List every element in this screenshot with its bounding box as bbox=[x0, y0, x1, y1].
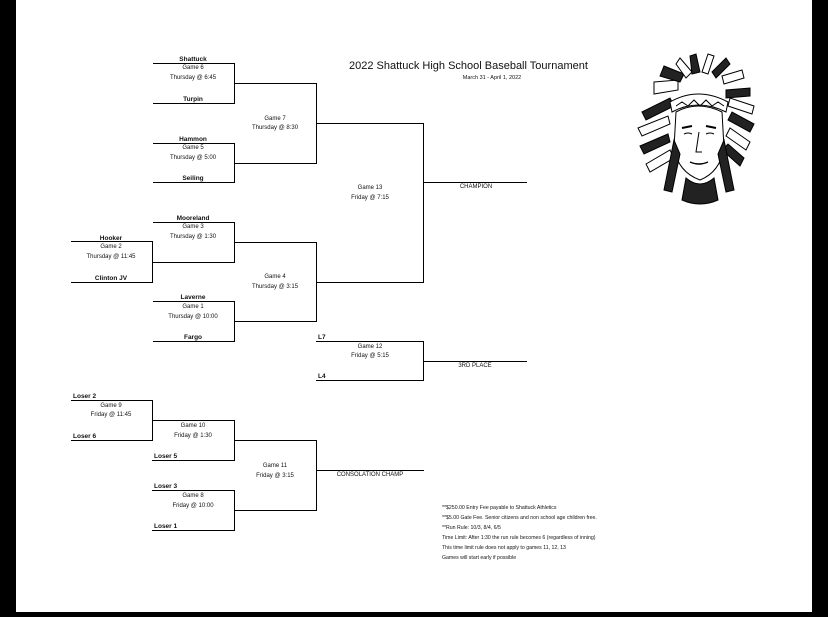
game-12-label: Game 12 bbox=[357, 344, 383, 350]
team-turpin: Turpin bbox=[183, 96, 203, 103]
game-2-time: Thursday @ 11:45 bbox=[86, 254, 136, 260]
note-line: **$250.00 Entry Fee payable to Shattuck … bbox=[442, 505, 557, 511]
indian-chief-headdress-logo bbox=[637, 53, 755, 205]
bracket-line bbox=[153, 341, 235, 342]
bracket-line bbox=[71, 440, 153, 441]
game-1-label: Game 1 bbox=[182, 304, 204, 310]
game-8-time: Friday @ 10:00 bbox=[172, 503, 214, 509]
bracket-line bbox=[152, 490, 235, 491]
slot-loser-3: Loser 3 bbox=[154, 483, 178, 490]
note-line: Games will start early if possible bbox=[442, 555, 517, 561]
bracket-line bbox=[153, 182, 235, 183]
bracket-line bbox=[153, 262, 235, 263]
slot-loser-1: Loser 1 bbox=[154, 523, 178, 530]
bracket-line bbox=[152, 241, 153, 283]
team-shattuck: Shattuck bbox=[179, 56, 207, 63]
game-5-time: Thursday @ 5:00 bbox=[169, 155, 217, 161]
bracket-line bbox=[316, 341, 424, 342]
bracket-line bbox=[234, 163, 317, 164]
team-hammon: Hammon bbox=[179, 136, 207, 143]
game-10-time: Friday @ 1:30 bbox=[174, 433, 212, 439]
bracket-line bbox=[316, 470, 424, 471]
note-line: **Run Rule: 10/3, 8/4, 6/5 bbox=[442, 525, 501, 531]
bracket-line bbox=[316, 282, 424, 283]
game-13-label: Game 13 bbox=[357, 185, 383, 191]
bracket-line bbox=[153, 301, 235, 302]
game-2-label: Game 2 bbox=[100, 244, 122, 250]
game-10-label: Game 10 bbox=[180, 423, 206, 429]
bracket-line bbox=[152, 420, 235, 421]
bracket-line bbox=[316, 440, 317, 511]
game-9-label: Game 9 bbox=[100, 403, 122, 409]
game-3-time: Thursday @ 1:30 bbox=[169, 234, 217, 240]
game-6-time: Thursday @ 6:45 bbox=[169, 75, 217, 81]
note-line: This time limit rule does not apply to g… bbox=[442, 545, 566, 551]
bracket-line bbox=[423, 182, 527, 183]
game-9-time: Friday @ 11:45 bbox=[90, 412, 132, 418]
game-1-time: Thursday @ 10:00 bbox=[168, 314, 218, 320]
team-clinton-jv: Clinton JV bbox=[94, 275, 128, 282]
team-seiling: Seiling bbox=[182, 175, 204, 182]
slot-loser-5: Loser 5 bbox=[154, 453, 178, 460]
bracket-line bbox=[153, 222, 235, 223]
tournament-dates: March 31 - April 1, 2022 bbox=[462, 75, 522, 81]
bracket-line bbox=[234, 242, 317, 243]
tournament-notes: **$250.00 Entry Fee payable to Shattuck … bbox=[442, 503, 597, 563]
game-3-label: Game 3 bbox=[182, 224, 204, 230]
bracket-line bbox=[316, 380, 424, 381]
slot-l7: L7 bbox=[318, 334, 326, 341]
note-line: **$5.00 Gate Fee. Senior citizens and no… bbox=[442, 515, 597, 521]
champion-label: CHAMPION bbox=[459, 184, 493, 190]
slot-loser-2: Loser 2 bbox=[73, 393, 97, 400]
bracket-line bbox=[423, 361, 527, 362]
game-7-label: Game 7 bbox=[264, 116, 286, 122]
bracket-line bbox=[71, 282, 153, 283]
game-4-label: Game 4 bbox=[264, 274, 286, 280]
game-8-label: Game 8 bbox=[182, 493, 204, 499]
bracket-line bbox=[152, 530, 235, 531]
bracket-line bbox=[423, 123, 424, 283]
slot-loser-6: Loser 6 bbox=[73, 433, 97, 440]
slot-l4: L4 bbox=[318, 373, 326, 380]
team-hooker: Hooker bbox=[99, 235, 123, 242]
bracket-line bbox=[153, 63, 235, 64]
bracket-line bbox=[71, 400, 153, 401]
bracket-line bbox=[153, 103, 235, 104]
team-mooreland: Mooreland bbox=[176, 215, 210, 222]
bracket-line bbox=[234, 321, 317, 322]
team-laverne: Laverne bbox=[180, 294, 206, 301]
page-title: 2022 Shattuck High School Baseball Tourn… bbox=[349, 60, 588, 72]
game-11-label: Game 11 bbox=[262, 463, 288, 469]
bracket-sheet: 2022 Shattuck High School Baseball Tourn… bbox=[16, 0, 812, 612]
third-place-label: 3RD PLACE bbox=[458, 363, 492, 369]
bracket-line bbox=[234, 510, 317, 511]
game-13-time: Friday @ 7:15 bbox=[351, 195, 389, 201]
game-11-time: Friday @ 3:15 bbox=[256, 473, 294, 479]
bracket-line bbox=[316, 123, 424, 124]
consolation-champ-label: CONSOLATION CHAMP bbox=[336, 472, 404, 478]
game-4-time: Thursday @ 3:15 bbox=[251, 284, 299, 290]
game-6-label: Game 6 bbox=[182, 65, 204, 71]
bracket-line bbox=[152, 460, 235, 461]
game-12-time: Friday @ 5:15 bbox=[351, 353, 389, 359]
bracket-line bbox=[153, 143, 235, 144]
note-line: Time Limit: After 1:30 the run rule beco… bbox=[442, 535, 596, 541]
game-5-label: Game 5 bbox=[182, 145, 204, 151]
bracket-line bbox=[71, 241, 153, 242]
game-7-time: Thursday @ 8:30 bbox=[251, 125, 299, 131]
bracket-line bbox=[234, 83, 317, 84]
bracket-line bbox=[234, 440, 317, 441]
team-fargo: Fargo bbox=[183, 334, 203, 341]
